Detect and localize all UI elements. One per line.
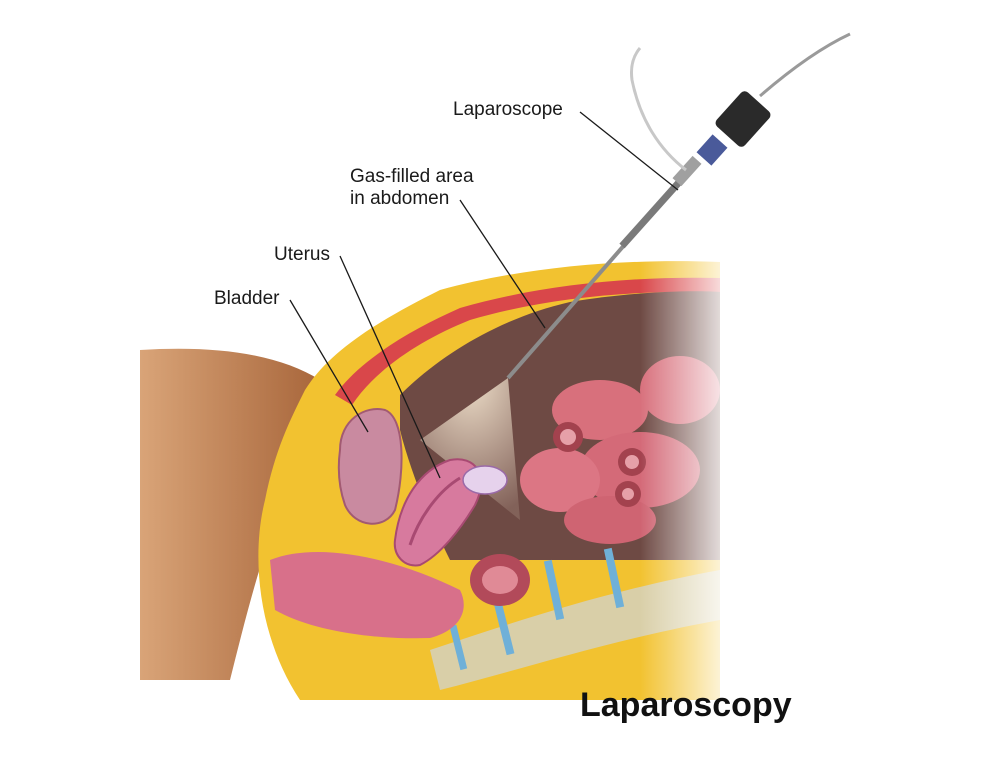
bladder <box>337 408 403 525</box>
label-laparoscope: Laparoscope <box>453 99 563 120</box>
rectum <box>270 551 464 639</box>
laparoscope-instrument <box>506 32 851 380</box>
fade-overlay <box>640 240 740 710</box>
uterus <box>393 458 482 567</box>
leader-bladder <box>289 299 369 433</box>
uterine-cavity <box>408 476 461 546</box>
leader-lines <box>289 111 679 479</box>
label-gas-filled-line2: in abdomen <box>350 188 450 209</box>
fade-solid <box>738 240 1000 710</box>
label-gas-filled-area: Gas-filled area in abdomen <box>350 166 474 210</box>
label-gas-filled-line1: Gas-filled area <box>350 166 474 187</box>
leader-gas-filled <box>459 199 546 329</box>
leader-laparoscope <box>579 111 679 191</box>
colon-lumen <box>482 566 518 594</box>
label-uterus: Uterus <box>274 244 330 265</box>
diagram-title: Laparoscopy <box>580 686 792 724</box>
ovary <box>462 465 508 495</box>
thigh-skin <box>140 348 320 680</box>
label-bladder: Bladder <box>214 288 280 309</box>
leader-uterus <box>339 255 441 479</box>
